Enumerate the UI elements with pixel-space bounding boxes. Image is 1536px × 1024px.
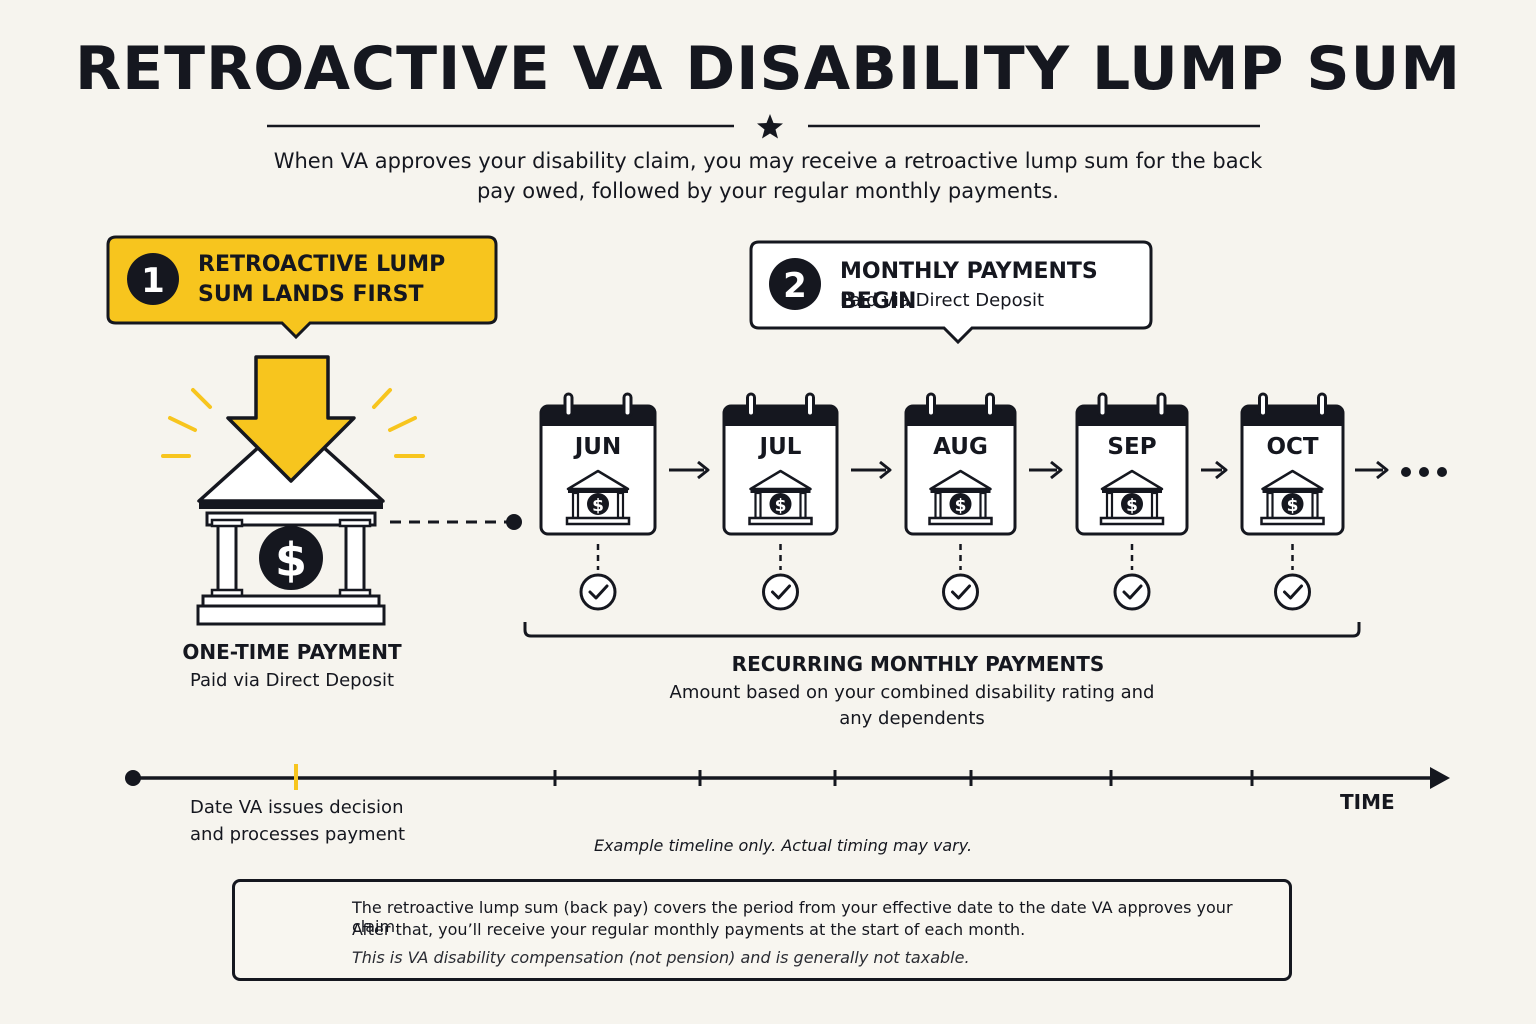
month-calendar-sep: $ bbox=[1075, 392, 1189, 611]
time-arrow-icon bbox=[1430, 767, 1450, 789]
info-line-2: After that, you’ll receive your regular … bbox=[352, 920, 1026, 939]
check-circle-icon bbox=[942, 573, 979, 611]
next-month-arrow-icon bbox=[1201, 460, 1228, 480]
ellipsis-icon bbox=[1401, 467, 1447, 477]
month-label: OCT bbox=[1266, 434, 1319, 460]
next-month-arrow-icon bbox=[1029, 460, 1063, 480]
svg-text:$: $ bbox=[775, 496, 787, 516]
month-label: SEP bbox=[1107, 434, 1157, 460]
month-label: AUG bbox=[933, 434, 988, 460]
timeline-axis bbox=[125, 764, 1450, 790]
step-2-title: MONTHLY PAYMENTS BEGIN bbox=[840, 259, 1098, 314]
connector-dot bbox=[506, 514, 522, 530]
step-2-subtitle: Paid via Direct Deposit bbox=[840, 290, 1045, 311]
step-1-badge bbox=[127, 253, 179, 305]
svg-text:$: $ bbox=[955, 496, 967, 516]
month-calendar-aug: $ bbox=[904, 392, 1017, 611]
bank-icon: $ bbox=[928, 469, 993, 526]
svg-text:$: $ bbox=[1126, 496, 1138, 516]
recurring-bracket bbox=[523, 622, 1361, 638]
check-circle-icon bbox=[762, 573, 799, 611]
svg-text:$: $ bbox=[1287, 496, 1299, 516]
page-title: RETROACTIVE VA DISABILITY LUMP SUM bbox=[74, 34, 1462, 104]
continues-arrow-icon bbox=[1355, 460, 1389, 480]
check-circle-icon bbox=[1274, 573, 1311, 611]
bank-icon: $ bbox=[748, 469, 813, 526]
dollar-coin-icon bbox=[259, 526, 323, 590]
month-label: JUN bbox=[574, 434, 622, 460]
callout-lump-sum-first: 1 bbox=[106, 235, 498, 340]
example-note: Example timeline only. Actual timing may… bbox=[593, 836, 973, 855]
months-row: $ $ $ $ $ bbox=[539, 392, 1389, 611]
time-axis-label: TIME bbox=[1340, 790, 1395, 814]
info-box bbox=[232, 879, 1292, 981]
check-circle-icon bbox=[1113, 573, 1151, 611]
decision-date-label: Date VA issues decision and processes pa… bbox=[190, 797, 406, 845]
month-calendar-jul: $ bbox=[722, 392, 839, 611]
svg-text:$: $ bbox=[275, 533, 307, 587]
month-label: JUL bbox=[759, 434, 802, 460]
month-calendar-jun: $ bbox=[539, 392, 657, 611]
rays bbox=[161, 388, 425, 458]
step-2-number: 2 bbox=[783, 266, 807, 306]
check-circle-icon bbox=[579, 573, 617, 611]
one-time-payment-label: ONE-TIME PAYMENT bbox=[182, 640, 402, 664]
recurring-payments-label: RECURRING MONTHLY PAYMENTS bbox=[731, 652, 1105, 676]
intro-text: When VA approves your disability claim, … bbox=[273, 149, 1263, 203]
one-time-payment-subtitle: Paid via Direct Deposit bbox=[189, 670, 395, 691]
svg-text:$: $ bbox=[592, 496, 604, 516]
lump-sum-bank-illustration: $ bbox=[161, 355, 425, 626]
recurring-payments-description: Amount based on your combined disability… bbox=[669, 682, 1155, 729]
bank-icon: $ bbox=[1260, 469, 1325, 526]
next-month-arrow-icon bbox=[851, 460, 892, 480]
bank-icon: $ bbox=[565, 469, 631, 526]
info-line-3: This is VA disability compensation (not … bbox=[352, 948, 970, 967]
star-icon bbox=[757, 114, 783, 139]
bank-icon: $ bbox=[1099, 469, 1165, 526]
month-calendar-oct: $ bbox=[1240, 392, 1345, 611]
next-month-arrow-icon bbox=[669, 460, 710, 480]
step-2-badge bbox=[769, 258, 821, 310]
step-1-title: RETROACTIVE LUMP SUM LANDS FIRST bbox=[198, 252, 446, 307]
step-1-number: 1 bbox=[141, 261, 165, 301]
down-arrow-icon bbox=[226, 355, 356, 483]
callout-monthly-begin: 2 bbox=[749, 240, 1153, 345]
info-line-1: The retroactive lump sum (back pay) cove… bbox=[352, 898, 1233, 936]
